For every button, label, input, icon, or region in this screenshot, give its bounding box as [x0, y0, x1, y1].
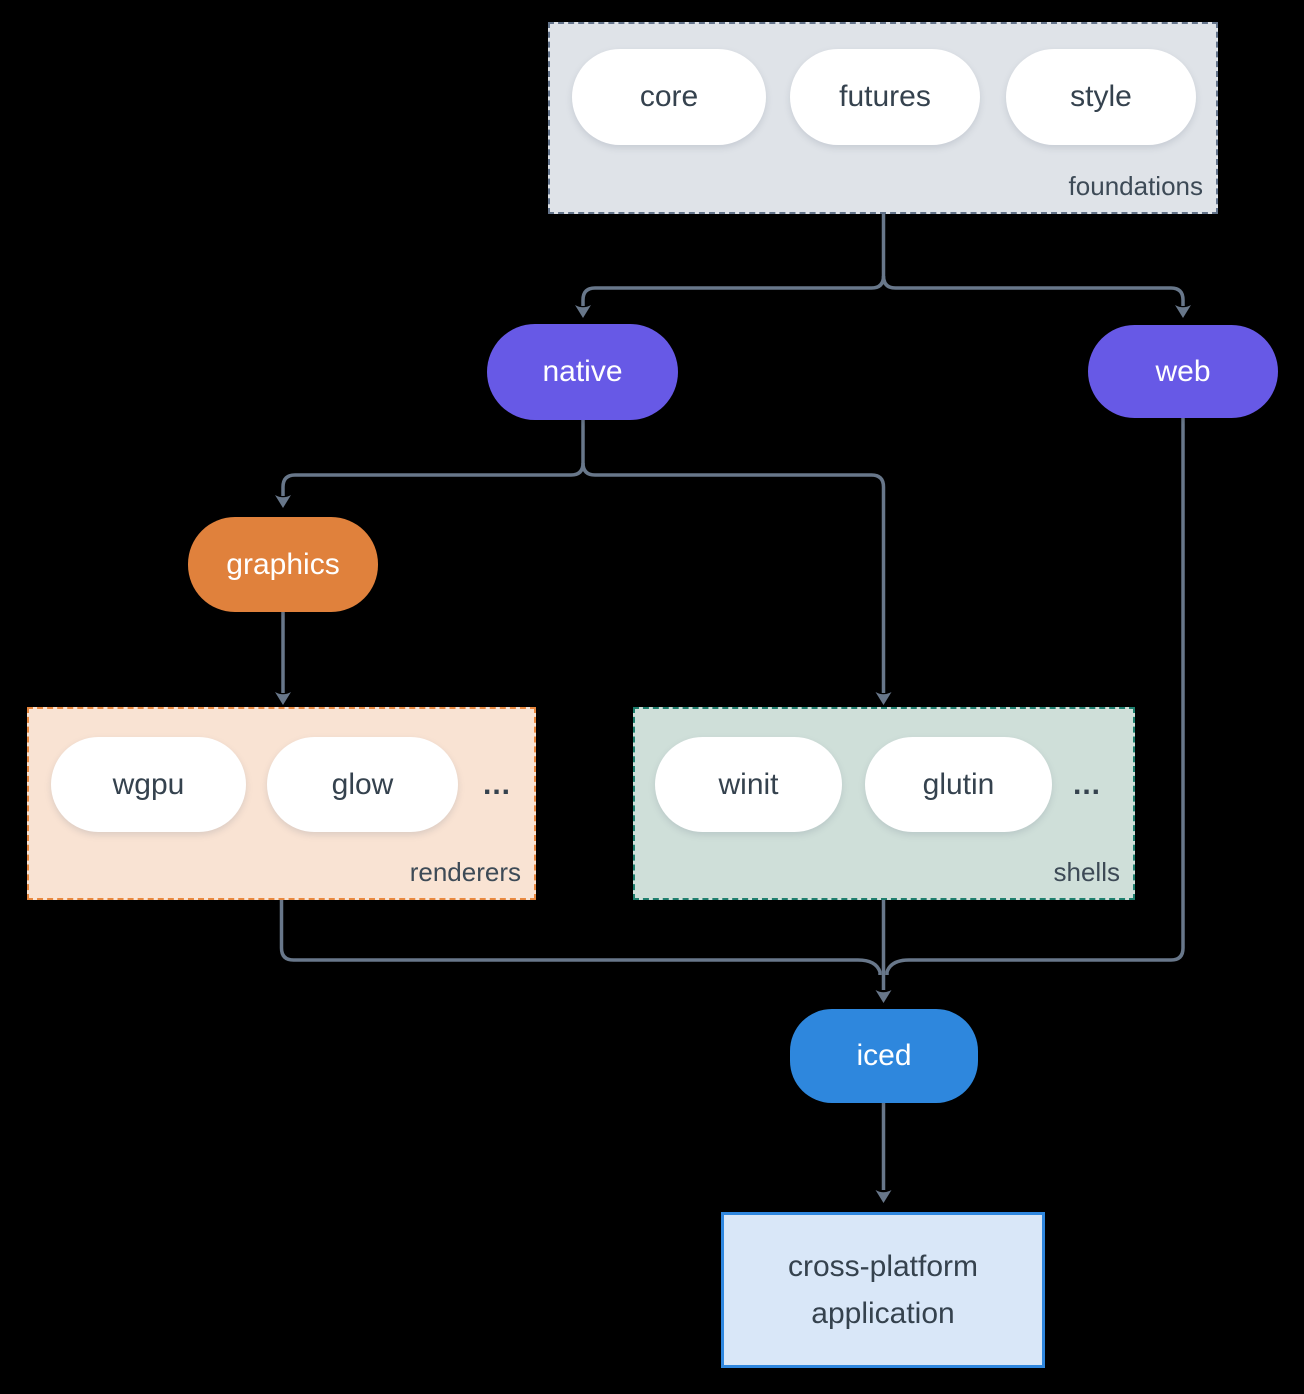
foundations-group: core futures style foundations: [548, 22, 1218, 214]
pill-glow: glow: [267, 737, 458, 832]
renderers-label: renderers: [409, 857, 521, 887]
node-graphics-label: graphics: [226, 547, 340, 581]
node-graphics: graphics: [188, 517, 378, 612]
cross-platform-application-box: cross-platform application: [721, 1212, 1045, 1368]
arrowhead-web: [1175, 305, 1191, 318]
pill-futures: futures: [790, 49, 980, 145]
edge-native-shells: [581, 462, 886, 693]
node-web-label: web: [1155, 354, 1211, 388]
node-web: web: [1088, 325, 1278, 418]
edge-native-graphics: [281, 420, 585, 496]
shells-label: shells: [1053, 857, 1120, 887]
renderers-group: wgpu glow ... renderers: [27, 707, 536, 900]
pill-glow-label: glow: [331, 767, 394, 801]
pill-glutin-label: glutin: [922, 767, 995, 801]
pill-wgpu: wgpu: [51, 737, 246, 832]
edge-renderers-merge: [279, 900, 882, 975]
renderers-ellipsis: ...: [482, 767, 511, 801]
arrowhead-renderers: [275, 692, 291, 705]
node-iced: iced: [790, 1009, 978, 1103]
arrowhead-shells: [875, 692, 892, 705]
foundations-label: foundations: [1068, 171, 1203, 201]
pill-wgpu-label: wgpu: [112, 767, 185, 801]
arrowhead-native: [575, 305, 591, 318]
pill-glutin: glutin: [865, 737, 1052, 832]
pill-core-label: core: [639, 80, 699, 113]
app-label-line1: cross-platform: [787, 1250, 979, 1283]
pill-style-label: style: [1070, 80, 1132, 113]
arrowhead-iced: [875, 990, 892, 1003]
pill-futures-label: futures: [839, 80, 931, 113]
pill-core: core: [572, 49, 766, 145]
app-label-line2: application: [811, 1297, 955, 1330]
edge-foundations-web: [881, 275, 1185, 306]
edge-web-merge: [885, 418, 1185, 975]
node-native-label: native: [542, 355, 623, 388]
node-iced-label: iced: [856, 1039, 912, 1072]
arrowhead-graphics: [275, 495, 291, 508]
shells-ellipsis: ...: [1072, 767, 1101, 801]
node-native: native: [487, 324, 678, 420]
arrowhead-app: [875, 1190, 892, 1203]
pill-winit-label: winit: [718, 767, 779, 801]
edge-foundations-native: [581, 214, 886, 306]
pill-style: style: [1006, 49, 1196, 145]
pill-winit: winit: [655, 737, 842, 832]
shells-group: winit glutin ... shells: [633, 707, 1135, 900]
